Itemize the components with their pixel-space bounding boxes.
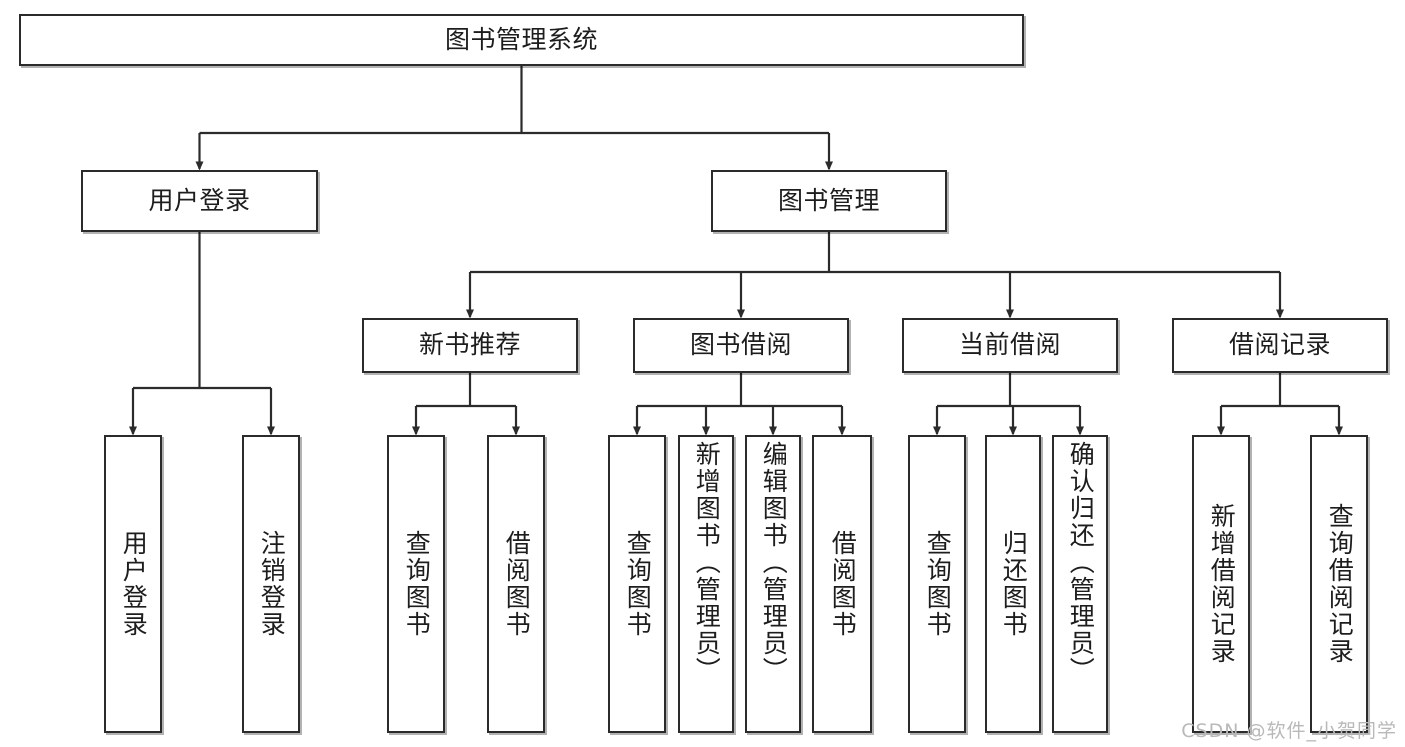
node-nb-query[interactable]: 查询图书: [387, 435, 445, 733]
node-label: 图书借阅: [689, 330, 792, 360]
node-login[interactable]: 用户登录: [81, 170, 318, 232]
node-bw-query[interactable]: 查询图书: [608, 435, 666, 733]
node-label: 新增借阅记录: [1207, 503, 1237, 665]
node-label: 查询图书: [623, 530, 653, 638]
node-label: 图书管理系统: [444, 24, 598, 54]
node-login-in[interactable]: 用户登录: [104, 435, 162, 733]
node-label: 查询借阅记录: [1325, 503, 1355, 665]
node-label: 编辑图书（管理员）: [759, 441, 789, 684]
node-label: 当前借阅: [958, 330, 1061, 360]
node-label: 新增图书（管理员）: [692, 441, 722, 684]
node-cb-query[interactable]: 查询图书: [908, 435, 966, 733]
node-label: 查询图书: [923, 530, 953, 638]
node-label: 图书管理: [777, 185, 880, 215]
node-root[interactable]: 图书管理系统: [19, 14, 1024, 66]
node-cb-confirm[interactable]: 确认归还（管理员）: [1052, 435, 1108, 733]
node-cb-return[interactable]: 归还图书: [985, 435, 1041, 733]
node-bw-lend[interactable]: 借阅图书: [812, 435, 872, 733]
node-label: 借阅记录: [1228, 330, 1331, 360]
node-label: 注销登录: [257, 530, 287, 638]
node-newbook[interactable]: 新书推荐: [362, 318, 578, 373]
node-bw-edit[interactable]: 编辑图书（管理员）: [745, 435, 801, 733]
node-current[interactable]: 当前借阅: [902, 318, 1118, 373]
node-rc-add[interactable]: 新增借阅记录: [1192, 435, 1250, 733]
node-borrow[interactable]: 图书借阅: [633, 318, 849, 373]
watermark-text: CSDN @软件_小贺同学: [1181, 720, 1397, 742]
node-label: 确认归还（管理员）: [1066, 441, 1096, 684]
node-label: 新书推荐: [418, 330, 521, 360]
node-label: 借阅图书: [828, 530, 858, 638]
node-label: 用户登录: [119, 530, 149, 638]
node-rc-query[interactable]: 查询借阅记录: [1310, 435, 1368, 733]
node-label: 查询图书: [402, 530, 432, 638]
node-records[interactable]: 借阅记录: [1172, 318, 1388, 373]
node-login-out[interactable]: 注销登录: [242, 435, 300, 733]
node-bw-add[interactable]: 新增图书（管理员）: [678, 435, 734, 733]
node-label: 用户登录: [148, 185, 251, 215]
node-label: 归还图书: [999, 530, 1029, 638]
node-nb-borrow[interactable]: 借阅图书: [487, 435, 545, 733]
node-bookmgmt[interactable]: 图书管理: [711, 170, 947, 232]
node-label: 借阅图书: [502, 530, 532, 638]
